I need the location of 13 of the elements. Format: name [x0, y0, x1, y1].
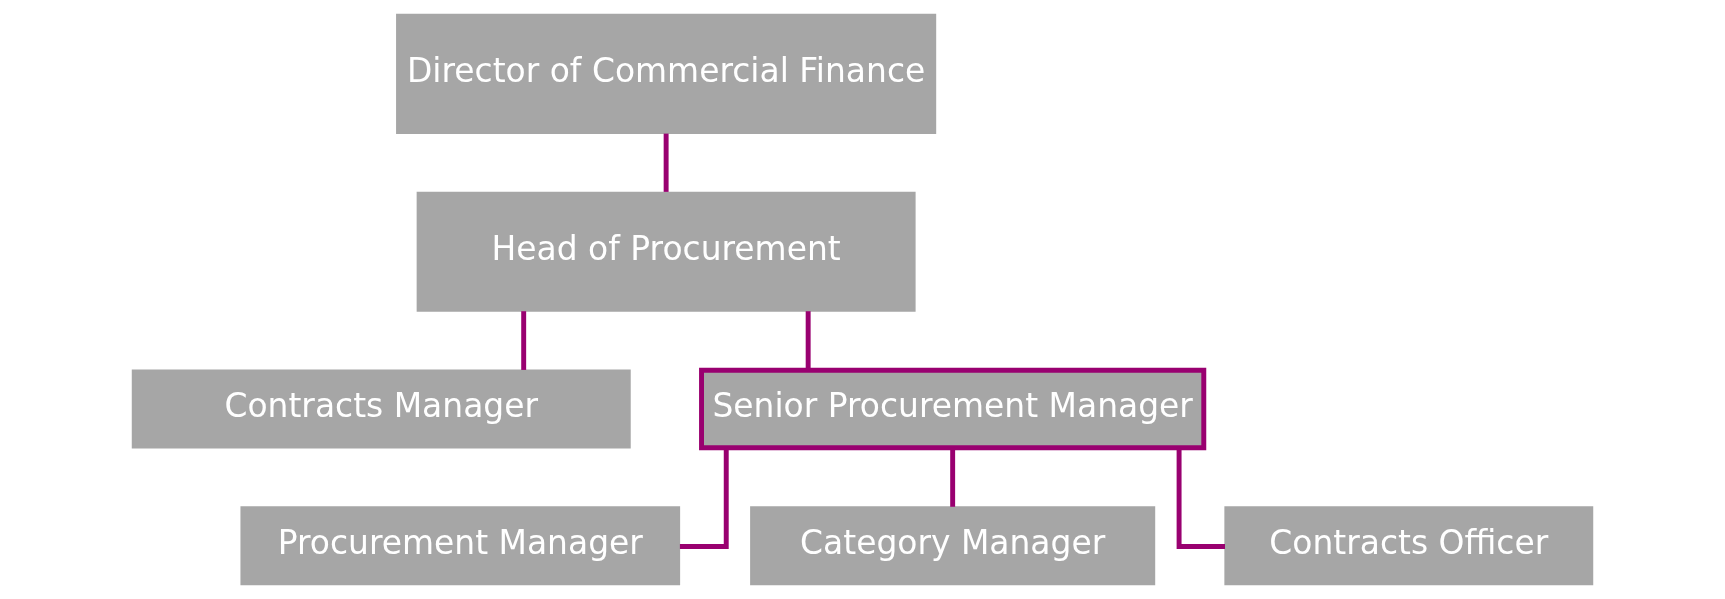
connector [805, 311, 811, 370]
node-box: Contracts Officer [1224, 506, 1594, 586]
connector [679, 448, 729, 549]
node-box: Contracts Manager [131, 369, 631, 449]
node-box: Procurement Manager [240, 506, 681, 586]
connector [663, 133, 669, 192]
node-box: Head of Procurement [416, 191, 916, 312]
node-box: Director of Commercial Finance [396, 13, 937, 134]
node-box: Category Manager [750, 506, 1156, 586]
node-box: Senior Procurement Manager [699, 367, 1207, 451]
connector [521, 311, 527, 370]
connector [1176, 448, 1225, 549]
connector [950, 447, 956, 507]
